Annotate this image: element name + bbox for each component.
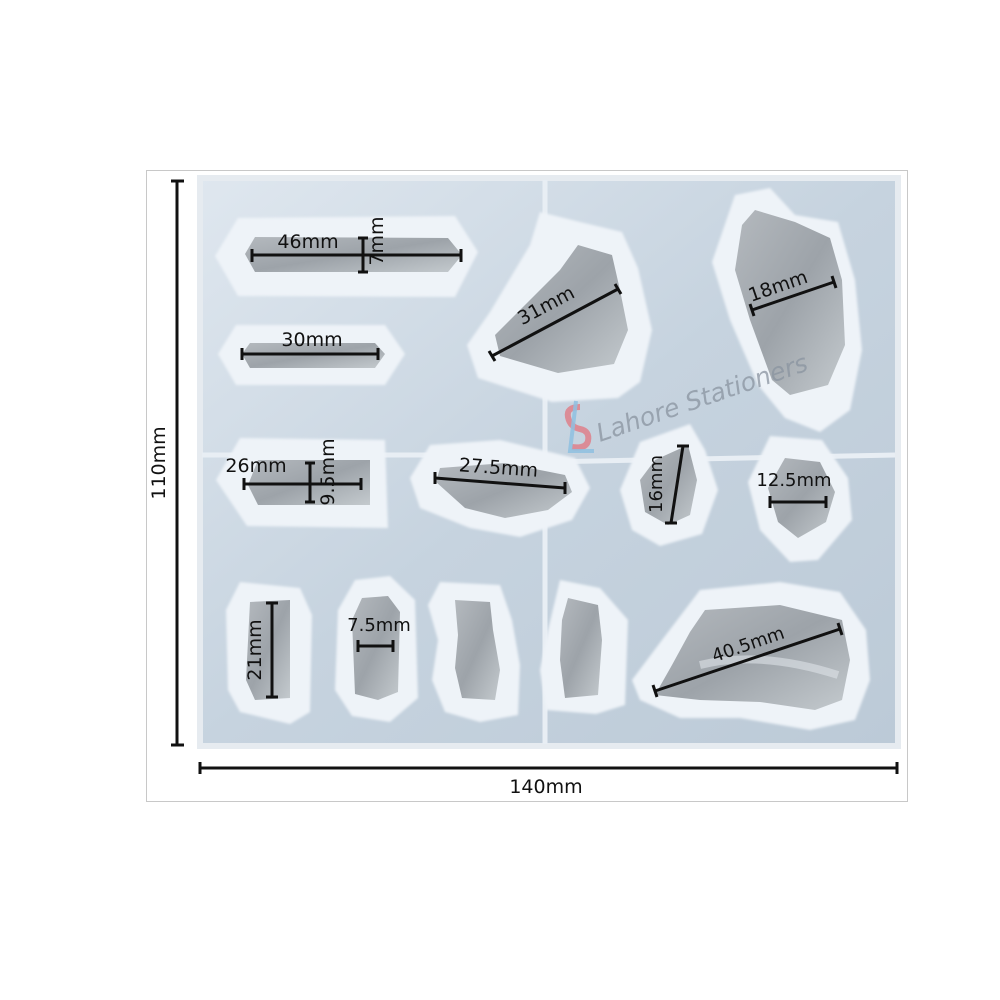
label-7-5mm: 7.5mm bbox=[347, 615, 411, 636]
cavity-curved-pillar bbox=[540, 580, 628, 714]
cavity-tall-chunk-right bbox=[712, 188, 862, 432]
cavity-small-octagon bbox=[748, 436, 852, 562]
label-46mm: 46mm bbox=[277, 231, 338, 253]
label-26mm: 26mm bbox=[225, 455, 286, 477]
label-16mm: 16mm bbox=[646, 455, 667, 513]
cavity-large-chunk-top bbox=[467, 212, 652, 402]
watermark-logo-icon bbox=[564, 400, 594, 453]
label-overall-width: 140mm bbox=[509, 776, 582, 798]
label-7mm: 7mm bbox=[366, 216, 388, 265]
label-overall-height: 110mm bbox=[148, 426, 170, 499]
cavity-tall-pillar bbox=[226, 582, 312, 724]
cavity-narrow-pillar bbox=[335, 576, 418, 722]
label-12-5mm: 12.5mm bbox=[756, 470, 831, 491]
dimension-lines bbox=[171, 179, 899, 774]
label-30mm: 30mm bbox=[281, 329, 342, 351]
cavity-wavy-pillar bbox=[428, 582, 520, 722]
label-9-5mm: 9.5mm bbox=[317, 438, 339, 505]
cavity-small-chunk bbox=[620, 424, 718, 546]
cavity-wedge bbox=[410, 440, 590, 537]
label-21mm: 21mm bbox=[244, 619, 266, 680]
